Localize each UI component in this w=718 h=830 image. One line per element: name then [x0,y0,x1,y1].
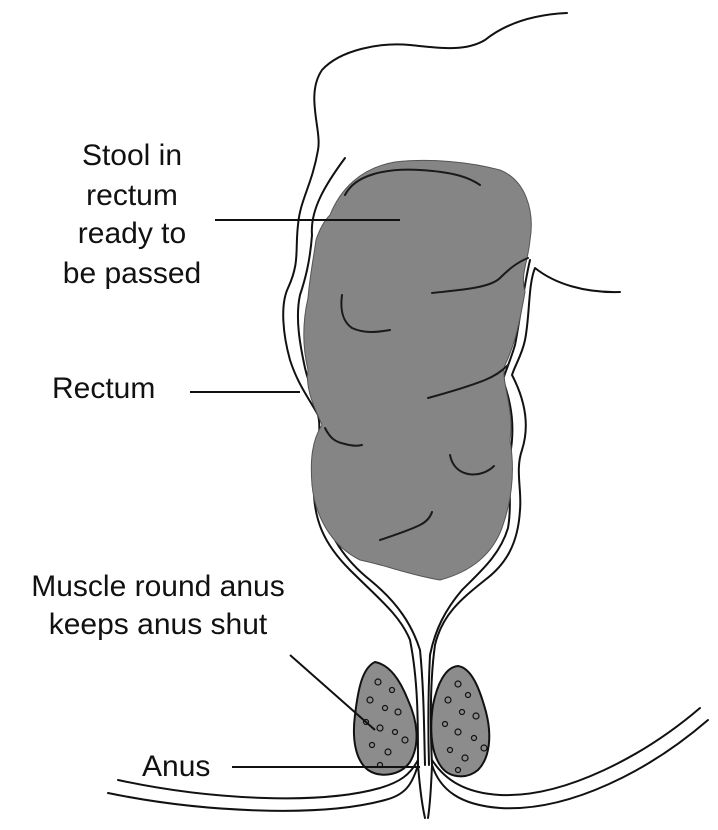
muscle-label-line-1: Muscle round anus [31,570,284,603]
anal-canal-lower-left [418,765,425,818]
stool-label-line-2: rectum [86,179,178,212]
anal-sphincter-muscle-left [354,662,417,775]
stool-mass [304,160,531,580]
anal-canal-lower-right [428,765,432,818]
stool-label-line-1: Stool in [82,139,182,172]
stool-label-line-3: ready to [78,217,186,250]
stool-label-line-4: be passed [63,257,201,290]
rectum-label: Rectum [52,372,155,405]
muscle-label-line-2: keeps anus shut [49,608,268,641]
anus-label: Anus [142,750,210,783]
